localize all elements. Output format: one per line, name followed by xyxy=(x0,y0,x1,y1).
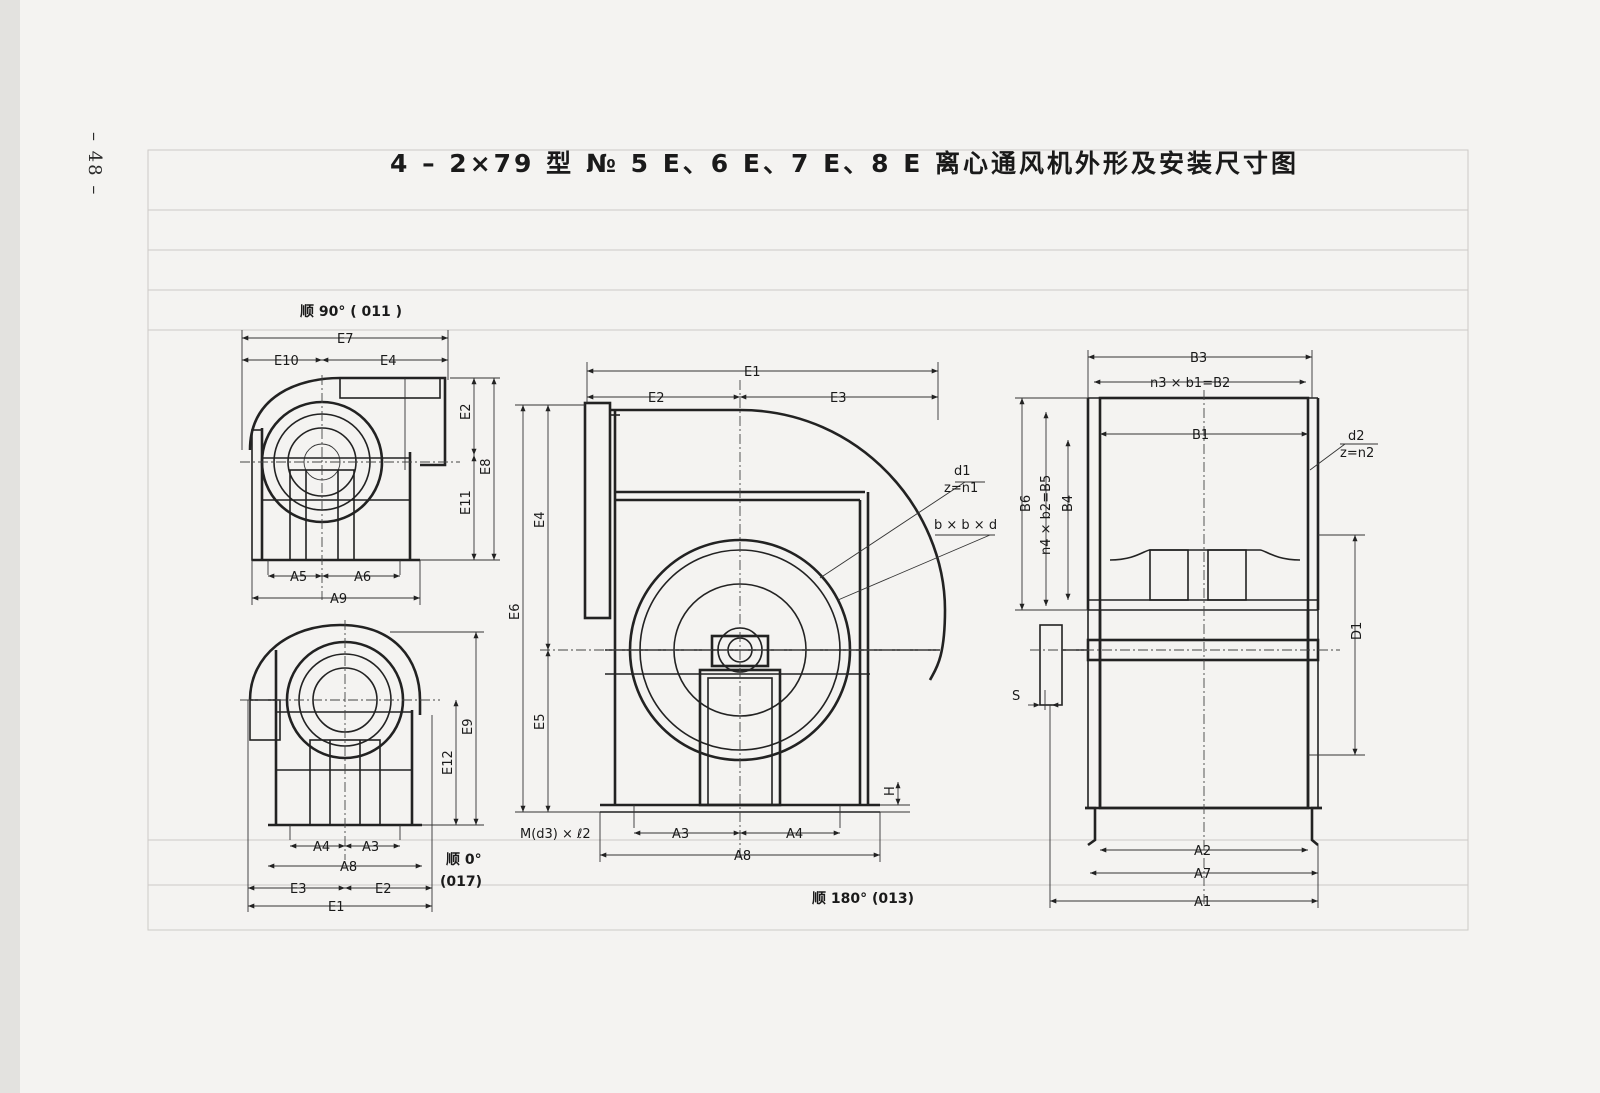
view-017: E9 E12 A4 A3 A8 E3 E2 E1 顺 0° (017) xyxy=(240,620,484,915)
label-B1: B1 xyxy=(1192,428,1209,443)
label-d2: d2 xyxy=(1348,429,1365,444)
label-A1: A1 xyxy=(1194,895,1211,910)
label-H: H xyxy=(883,786,898,796)
label-S: S xyxy=(1012,689,1020,704)
label-E11: E11 xyxy=(459,490,474,515)
label-B3: B3 xyxy=(1190,351,1207,366)
label-A4: A4 xyxy=(786,827,803,842)
label-E5: E5 xyxy=(533,714,548,731)
caption-011: 顺 90° ( 011 ) xyxy=(300,304,402,320)
label-B6: B6 xyxy=(1019,495,1034,512)
label-E1: E1 xyxy=(328,900,345,915)
label-E12: E12 xyxy=(441,750,456,775)
drawing-title: 4 – 2×79 型 № 5 E、6 E、7 E、8 E 离心通风机外形及安装尺… xyxy=(390,149,1300,178)
page-number: – 48 – xyxy=(84,132,105,197)
caption-013: 顺 180° (013) xyxy=(812,891,914,907)
view-013: E1 E2 E3 E4 E6 E5 d1 z=n1 b × b × d H M(… xyxy=(508,362,997,907)
label-E2: E2 xyxy=(459,404,474,421)
label-z-n1: z=n1 xyxy=(944,481,978,496)
label-E1: E1 xyxy=(744,365,761,380)
label-A6: A6 xyxy=(354,570,371,585)
label-A9: A9 xyxy=(330,592,347,607)
label-E9: E9 xyxy=(461,719,476,736)
label-bxbxd: b × b × d xyxy=(934,518,997,533)
scroll-housing xyxy=(610,408,947,681)
label-d1: d1 xyxy=(954,464,971,479)
label-A3: A3 xyxy=(672,827,689,842)
label-n3b1-B2: n3 × b1=B2 xyxy=(1150,376,1230,391)
label-A5: A5 xyxy=(290,570,307,585)
label-E3: E3 xyxy=(830,391,847,406)
label-A8: A8 xyxy=(340,860,357,875)
label-B4: B4 xyxy=(1061,495,1076,512)
label-A2: A2 xyxy=(1194,844,1211,859)
label-E3: E3 xyxy=(290,882,307,897)
label-A8: A8 xyxy=(734,849,751,864)
label-E6: E6 xyxy=(508,604,523,621)
caption-017-line2: (017) xyxy=(440,874,482,890)
label-A4: A4 xyxy=(313,840,330,855)
ghost-table xyxy=(147,149,1469,931)
scan-edge xyxy=(0,0,20,1093)
label-D1: D1 xyxy=(1350,622,1365,640)
label-E10: E10 xyxy=(274,354,299,369)
housing-outline xyxy=(248,623,422,715)
label-A7: A7 xyxy=(1194,867,1211,882)
view-011: 顺 90° ( 011 ) E7 E10 E4 E2 E8 E11 A5 A6 … xyxy=(240,304,500,607)
side-view: B3 n3 × b1=B2 B1 d2 z=n2 B6 n4 × b2=B5 B… xyxy=(1012,350,1378,910)
label-z-n2: z=n2 xyxy=(1340,446,1374,461)
label-E2: E2 xyxy=(648,391,665,406)
caption-017-line1: 顺 0° xyxy=(446,852,482,868)
label-E4: E4 xyxy=(380,354,397,369)
label-A3: A3 xyxy=(362,840,379,855)
label-E8: E8 xyxy=(479,459,494,476)
label-n4b2-B5: n4 × b2=B5 xyxy=(1039,475,1054,555)
label-E2: E2 xyxy=(375,882,392,897)
label-E7: E7 xyxy=(337,332,354,347)
label-E4: E4 xyxy=(533,512,548,529)
label-M-d3-l2: M(d3) × ℓ2 xyxy=(520,827,591,842)
